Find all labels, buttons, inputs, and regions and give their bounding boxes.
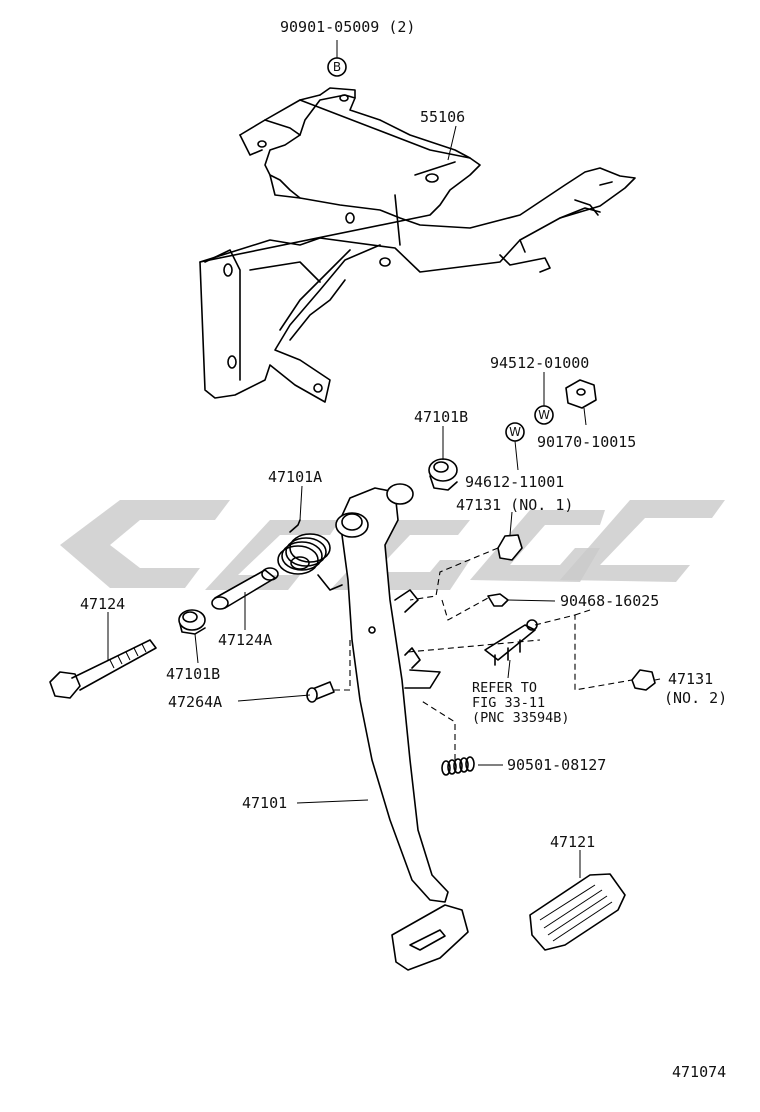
pedal-pad xyxy=(529,873,626,951)
washer2-marker-letter: W xyxy=(509,425,521,439)
label-spring: 47101A xyxy=(268,468,322,486)
washer2-w: W xyxy=(505,422,525,442)
bushing-lower xyxy=(178,609,206,635)
label-stopper2-no: (NO. 2) xyxy=(664,689,727,707)
bolt-marker-letter: B xyxy=(333,60,341,74)
return-spring xyxy=(277,519,343,591)
stopper-no1 xyxy=(497,534,523,561)
pedal-arm xyxy=(335,483,469,971)
leader-lines xyxy=(107,40,661,878)
label-spring-small: 90501-08127 xyxy=(507,756,606,774)
label-refer-line1: REFER TO xyxy=(472,680,537,696)
label-refer-line2: FIG 33-11 xyxy=(472,695,545,711)
label-pad: 47121 xyxy=(550,833,595,851)
label-stopper2: 47131 xyxy=(668,670,713,688)
bolt-marker-b: B xyxy=(327,57,347,77)
clip xyxy=(487,593,509,607)
washer-marker-letter: W xyxy=(538,408,550,422)
assembly-lines xyxy=(330,547,633,760)
clevis-pin xyxy=(306,681,335,703)
label-bushing-bottom: 47101B xyxy=(166,665,220,683)
label-support: 55106 xyxy=(420,108,465,126)
collar xyxy=(211,567,279,610)
label-refer-line3: (PNC 33594B) xyxy=(472,710,570,726)
small-spring xyxy=(441,756,475,776)
label-bushing-top: 47101B xyxy=(414,408,468,426)
label-stopper1: 47131 (NO. 1) xyxy=(456,496,573,514)
label-collar: 47124A xyxy=(218,631,272,649)
nut xyxy=(565,379,597,409)
label-nut: 90170-10015 xyxy=(537,433,636,451)
part-labels: 90901-05009 (2) 55106 94512-01000 90170-… xyxy=(80,18,727,1081)
bushing-upper xyxy=(428,458,458,491)
pedal-support-bracket xyxy=(199,87,636,403)
label-washer2: 94612-11001 xyxy=(465,473,564,491)
stopper-no2 xyxy=(631,669,656,691)
label-pin: 47264A xyxy=(168,693,222,711)
label-washer: 94512-01000 xyxy=(490,354,589,372)
label-pedal: 47101 xyxy=(242,794,287,812)
pivot-bolt xyxy=(49,639,157,699)
washer-w: W xyxy=(534,405,554,425)
label-bolt-top: 90901-05009 (2) xyxy=(280,18,415,36)
label-clip: 90468-16025 xyxy=(560,592,659,610)
label-bolt-pivot: 47124 xyxy=(80,595,125,613)
diagram-id: 471074 xyxy=(672,1063,726,1081)
